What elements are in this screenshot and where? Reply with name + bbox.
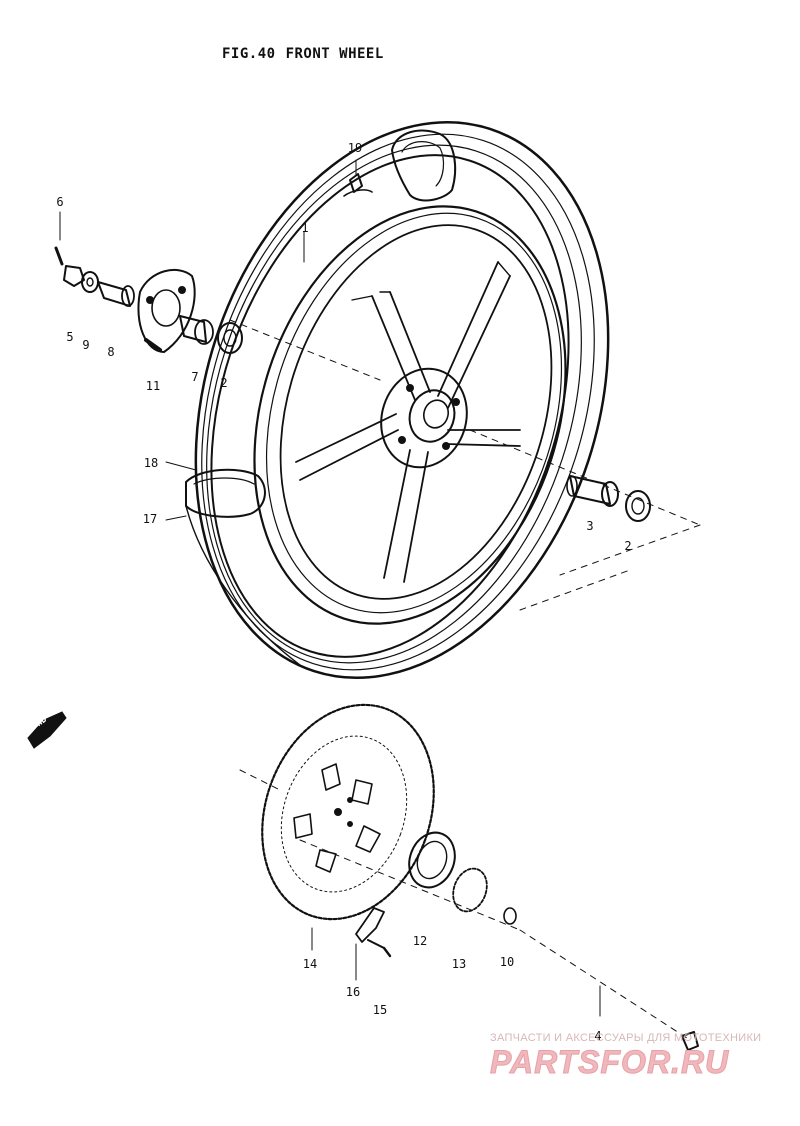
spokes (295, 261, 521, 583)
callout-8: 8 (107, 345, 115, 359)
part-16-lock-washer (355, 907, 385, 943)
watermark-tagline: ЗАПЧАСТИ И АКСЕССУАРЫ ДЛЯ МОТОТЕХНИКИ (490, 1032, 762, 1044)
callout-13: 13 (451, 957, 467, 971)
part-19-valve (343, 173, 373, 197)
callout-5: 5 (66, 330, 74, 344)
leader-lines (59, 159, 601, 1017)
figure-number: FIG.40 (222, 46, 276, 62)
callout-18: 18 (143, 456, 159, 470)
part-3-spacer (566, 475, 619, 507)
callout-16: 16 (345, 985, 361, 999)
callout-4: 4 (594, 1029, 602, 1043)
figure-title: FIG.40 FRONT WHEEL (222, 46, 394, 62)
part-5-nut (63, 265, 85, 287)
callout-9: 9 (82, 338, 90, 352)
callout-12: 12 (412, 934, 428, 948)
part-14-brake-disc (261, 703, 435, 921)
rim (253, 205, 567, 625)
callout-1: 1 (301, 221, 309, 235)
callout-11: 11 (145, 379, 161, 393)
fwd-arrow-icon (27, 711, 67, 749)
callout-3: 3 (586, 519, 594, 533)
part-6-cotter-pin (54, 246, 64, 266)
callout-17: 17 (142, 512, 158, 526)
figure-name: FRONT WHEEL (285, 46, 384, 62)
callout-19: 19 (347, 141, 363, 155)
part-15-bolt (367, 939, 392, 958)
callout-15: 15 (372, 1003, 388, 1017)
part-9-washer (81, 271, 99, 293)
part-4-axle-nut (681, 1031, 699, 1051)
hub (380, 367, 468, 469)
part-2-bearing-right (625, 490, 651, 522)
callout-14: 14 (302, 957, 318, 971)
watermark-logo: PARTSFOR.RU (489, 1044, 730, 1081)
part-2-bearing-left (217, 322, 243, 354)
axle-center-lines (229, 319, 701, 1041)
callout-6: 6 (56, 195, 64, 209)
part-11-speedometer-gearbox (137, 268, 196, 353)
callout-7: 7 (191, 370, 199, 384)
callout-2-left: 2 (220, 376, 228, 390)
part-12-dust-seal (408, 831, 456, 889)
part-10-circlip (503, 907, 517, 925)
part-13-drive-plate (452, 867, 488, 913)
tire (185, 121, 610, 679)
part-8-spacer (97, 281, 135, 307)
callout-2-right: 2 (624, 539, 632, 553)
part-7-spacer (179, 315, 214, 345)
callout-10: 10 (499, 955, 515, 969)
